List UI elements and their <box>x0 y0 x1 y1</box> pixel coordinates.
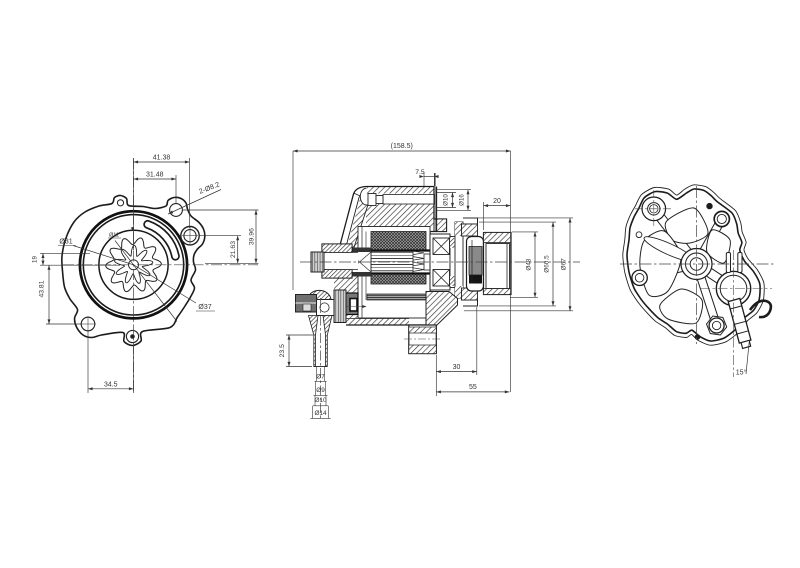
svg-text:Ø37: Ø37 <box>198 304 211 311</box>
svg-text:55: 55 <box>469 384 477 391</box>
svg-text:Ø9: Ø9 <box>316 387 325 394</box>
svg-text:Ø48: Ø48 <box>526 258 533 271</box>
svg-text:41.38: 41.38 <box>153 155 171 162</box>
svg-text:34.5: 34.5 <box>104 382 118 389</box>
svg-text:15°: 15° <box>736 369 747 377</box>
svg-text:31.48: 31.48 <box>146 172 164 179</box>
svg-text:Ø16: Ø16 <box>459 194 466 206</box>
svg-text:Ø11: Ø11 <box>109 233 119 239</box>
svg-text:Ø31: Ø31 <box>59 239 72 246</box>
svg-text:7.5: 7.5 <box>415 169 425 176</box>
svg-text:Ø10: Ø10 <box>314 397 327 404</box>
svg-text:Ø7: Ø7 <box>316 374 325 381</box>
svg-text:39.96: 39.96 <box>249 228 256 245</box>
svg-text:19: 19 <box>32 256 39 263</box>
svg-text:(158.5): (158.5) <box>391 143 413 150</box>
svg-text:Ø67: Ø67 <box>561 258 568 271</box>
svg-text:Ø10: Ø10 <box>443 194 450 206</box>
svg-text:Ø14: Ø14 <box>314 410 327 417</box>
svg-text:21.63: 21.63 <box>230 241 237 258</box>
svg-text:30: 30 <box>453 364 461 371</box>
svg-text:23.5: 23.5 <box>279 344 286 357</box>
svg-text:Ø60.5: Ø60.5 <box>544 255 551 273</box>
svg-text:43.81: 43.81 <box>39 280 46 297</box>
svg-text:20: 20 <box>493 198 501 205</box>
